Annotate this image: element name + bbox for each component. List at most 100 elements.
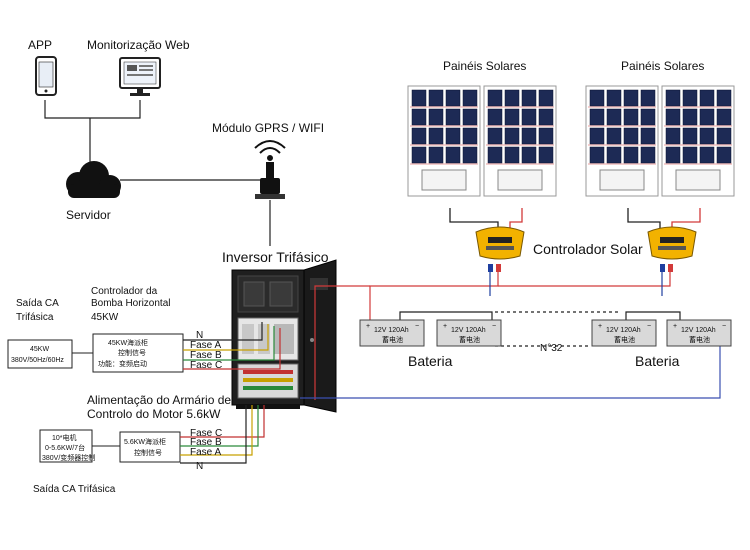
battery-plus-terminal: + (598, 323, 602, 330)
pump-box-line3: 功能：变频启动 (98, 359, 147, 368)
controller-fuses (488, 264, 673, 272)
battery-label-right: Bateria (635, 353, 680, 369)
solar-panel-cell (462, 146, 478, 164)
inverter-label: Inversor Trifásico (222, 249, 329, 265)
solar-panel-cell (716, 127, 732, 145)
solar-panel-cell (504, 146, 520, 164)
battery-spec: 12V 120Ah (681, 327, 716, 334)
panel-wiring (449, 208, 701, 230)
phase-top-3: Fase C (190, 360, 222, 371)
solar-panel-cell (716, 89, 732, 107)
server-label: Servidor (66, 208, 111, 222)
solar-panel-cell (538, 89, 554, 107)
motor-box-line2: 控制信号 (134, 448, 162, 457)
solar-panel-cell (716, 108, 732, 126)
monitor-icon (119, 57, 161, 96)
solar-panel-cell (640, 89, 656, 107)
web-monitor-label: Monitorização Web (87, 38, 190, 52)
battery-spec: 12V 120Ah (606, 327, 641, 334)
battery-minus-terminal: − (647, 323, 651, 330)
battery-count: N°32 (540, 343, 563, 354)
motor-box-line1: 5.6KW海派柜 (124, 437, 166, 446)
solar-panel-cell (589, 146, 605, 164)
solar-panel-cell (589, 89, 605, 107)
solar-panel-cell (445, 89, 461, 107)
pump-box-line1: 45KW海派柜 (108, 338, 148, 347)
pump-title-line1: Controlador da (91, 286, 158, 297)
solar-panel-cell (682, 89, 698, 107)
battery-label-left: Bateria (408, 353, 453, 369)
solar-panel-cell (428, 127, 444, 145)
battery-plus-terminal: + (443, 323, 447, 330)
battery-body (591, 319, 657, 347)
output-bottom-box-line1: 10*电机 (52, 433, 77, 442)
combiner-box (497, 169, 543, 191)
combiner-box (421, 169, 467, 191)
phase-bottom-1: Fase B (190, 437, 222, 448)
battery-minus-terminal: − (415, 323, 419, 330)
pump-box-line2: 控制信号 (118, 348, 146, 357)
battery-type: 蓄电池 (689, 335, 710, 344)
solar-controller-right (647, 226, 697, 260)
top-phase-wires (183, 322, 281, 370)
network-links (44, 100, 271, 246)
solar-panel-cell (504, 108, 520, 126)
output-top-box-line2: 380V/50Hz/60Hz (11, 357, 64, 364)
cloud-icon (66, 161, 121, 198)
battery-type: 蓄电池 (614, 335, 635, 344)
inverter-cabinet (231, 259, 337, 413)
battery-spec: 12V 120Ah (451, 327, 486, 334)
solar-panel-cell (606, 146, 622, 164)
phase-top-0: N (196, 330, 203, 341)
battery-minus-terminal: − (492, 323, 496, 330)
motor-title-line2: Controlo do Motor 5.6kW (87, 407, 221, 421)
solar-panel-cell (538, 146, 554, 164)
solar-panel-cell (665, 146, 681, 164)
solar-panel-cell (623, 127, 639, 145)
solar-panel-cell (487, 127, 503, 145)
solar-panel-cell (699, 127, 715, 145)
solar-panel-cell (462, 89, 478, 107)
solar-panel-cell (487, 108, 503, 126)
solar-panel-cell (606, 127, 622, 145)
solar-panel-cell (665, 108, 681, 126)
phase-top-1: Fase A (190, 340, 221, 351)
solar-panel-cell (521, 146, 537, 164)
motor-control-box: 5.6KW海派柜 控制信号 (119, 431, 181, 463)
combiner-box (675, 169, 721, 191)
output-bottom-box-line2: 0-5.6KW/7台 (45, 443, 85, 452)
solar-panel-cell (606, 89, 622, 107)
solar-panel-cell (504, 89, 520, 107)
phase-bottom-2: Fase A (190, 447, 221, 458)
solar-panel-cell (462, 108, 478, 126)
gprs-label: Módulo GPRS / WIFI (212, 121, 324, 135)
solar-panel-cell (623, 108, 639, 126)
pump-control-box: 45KW海派柜 控制信号 功能：变频启动 (92, 333, 184, 373)
solar-panel-cell (428, 146, 444, 164)
solar-panel-cell (521, 89, 537, 107)
phone-icon (35, 56, 57, 96)
solar-panel-cell (665, 89, 681, 107)
motor-title-line1: Alimentação do Armário de (87, 393, 231, 407)
solar-panel-cell (538, 127, 554, 145)
bottom-phase-wires (180, 405, 265, 464)
solar-panel-cell (411, 89, 427, 107)
battery-body (666, 319, 732, 347)
solar-panel-cell (699, 89, 715, 107)
solar-panel-cell (487, 89, 503, 107)
solar-panel-cell (606, 108, 622, 126)
output-bottom-title: Saída CA Trifásica (33, 484, 116, 495)
pump-title-line3: 45KW (91, 312, 119, 323)
solar-panel-cell (699, 146, 715, 164)
battery-body (436, 319, 502, 347)
solar-panel-cell (589, 108, 605, 126)
solar-panel-cell (462, 127, 478, 145)
pump-title-line2: Bomba Horizontal (91, 298, 170, 309)
solar-panel-cell (428, 89, 444, 107)
